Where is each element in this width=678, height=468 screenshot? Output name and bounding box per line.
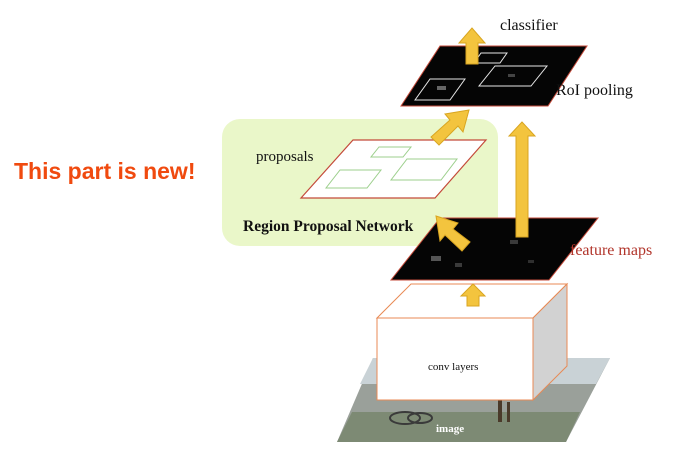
conv-layers-label: conv layers	[428, 361, 479, 373]
roi-pooling-plane	[400, 45, 588, 107]
arrow-proposals-to-roi	[430, 109, 470, 146]
feature-maps-label: feature maps	[570, 242, 653, 259]
proposals-label: proposals	[256, 149, 314, 165]
image-label: image	[436, 423, 465, 435]
roi-pooling-label: RoI pooling	[556, 82, 633, 99]
classifier-label: classifier	[500, 17, 558, 34]
new-part-callout: This part is new!	[14, 158, 196, 184]
arrow-conv-to-feature	[459, 283, 487, 307]
arrow-roi-to-classifier	[457, 27, 487, 65]
arrow-feature-to-roi	[507, 121, 537, 238]
arrow-feature-to-rpn	[435, 215, 471, 252]
rpn-label: Region Proposal Network	[243, 218, 414, 235]
